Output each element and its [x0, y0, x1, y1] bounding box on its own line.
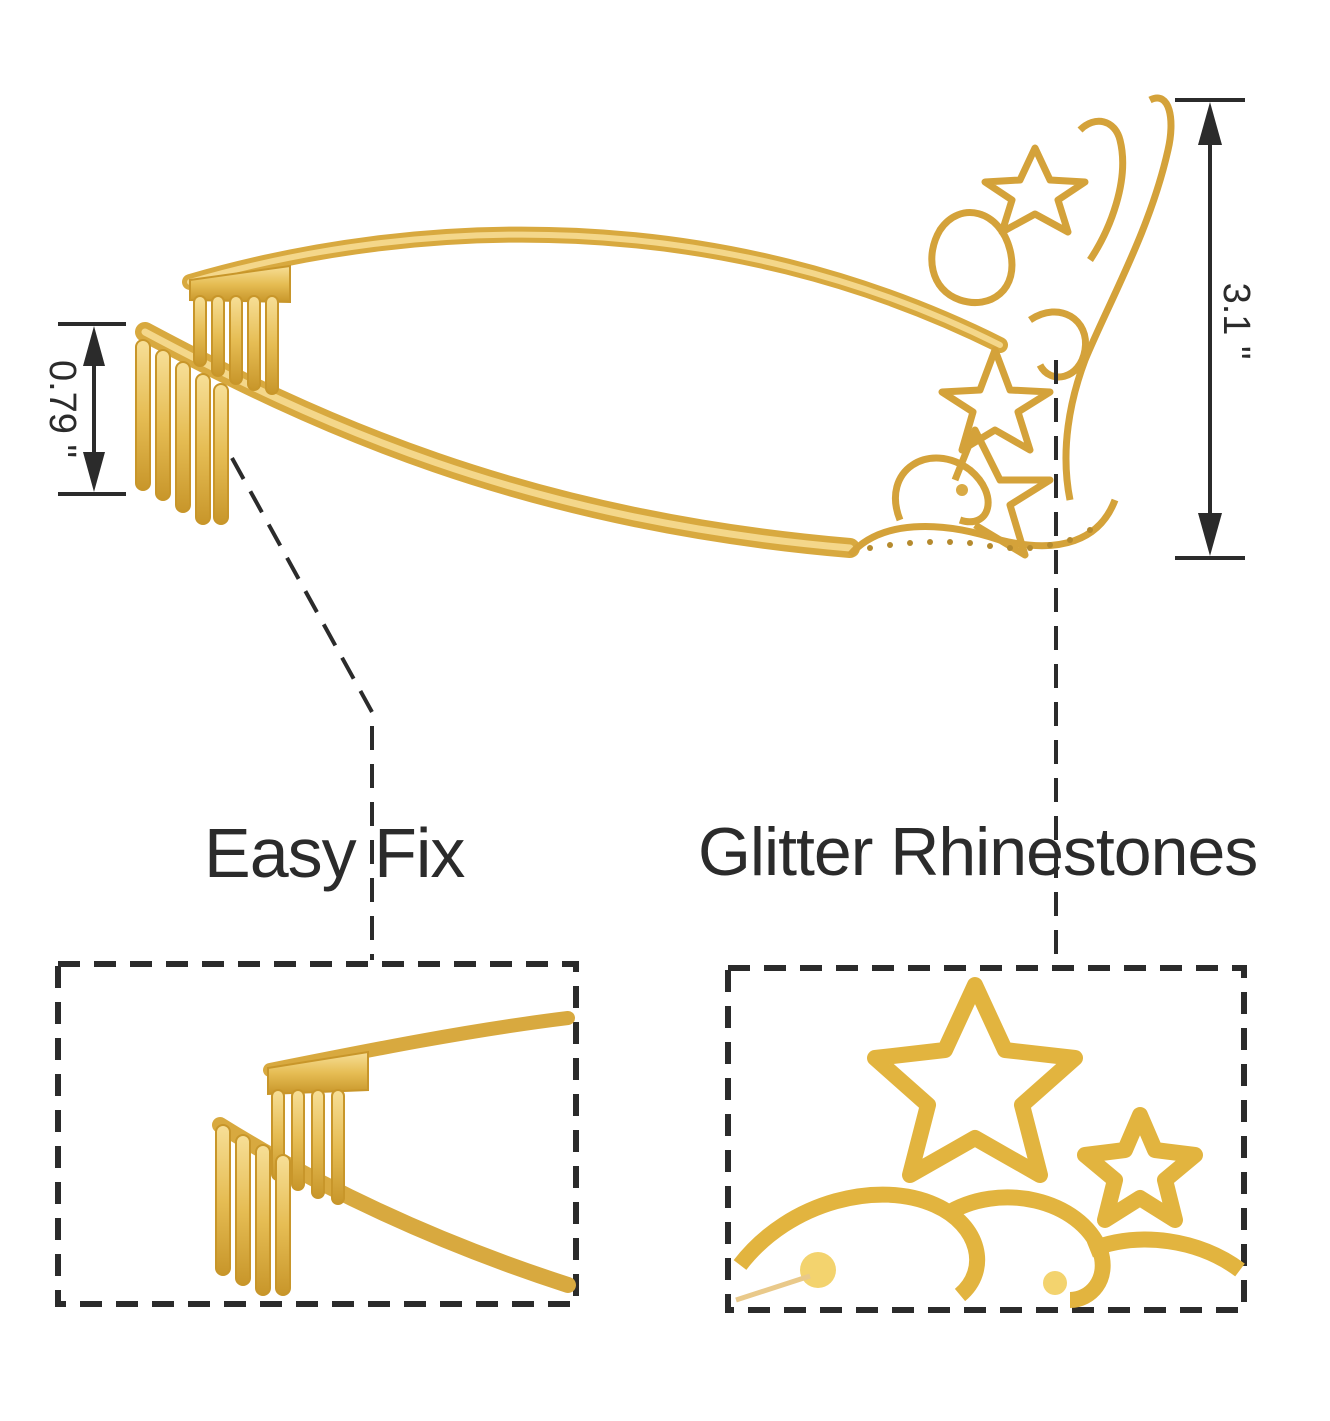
crown-ornament — [847, 94, 1175, 559]
easy-fix-label: Easy Fix — [204, 814, 465, 892]
tiara-band-back — [182, 226, 1008, 353]
comb-dimension-label: 0.79 " — [41, 359, 83, 458]
detail-box-right — [725, 965, 1247, 1313]
leader-lines — [230, 360, 1058, 965]
wire — [735, 1273, 811, 1303]
crown-rhinestones — [867, 484, 1093, 551]
comb-dimension — [58, 322, 126, 496]
comb-front — [135, 339, 229, 525]
detail-box-left — [55, 961, 579, 1307]
rhinestone-dots — [800, 1252, 1067, 1295]
comb-closeup — [212, 1011, 576, 1296]
height-dimension — [1175, 98, 1245, 560]
glitter-rhinestones-label: Glitter Rhinestones — [698, 814, 1258, 890]
rhinestone-closeup — [733, 977, 1245, 1308]
height-dimension-label: 3.1 " — [1215, 282, 1257, 360]
comb-back — [189, 264, 291, 395]
